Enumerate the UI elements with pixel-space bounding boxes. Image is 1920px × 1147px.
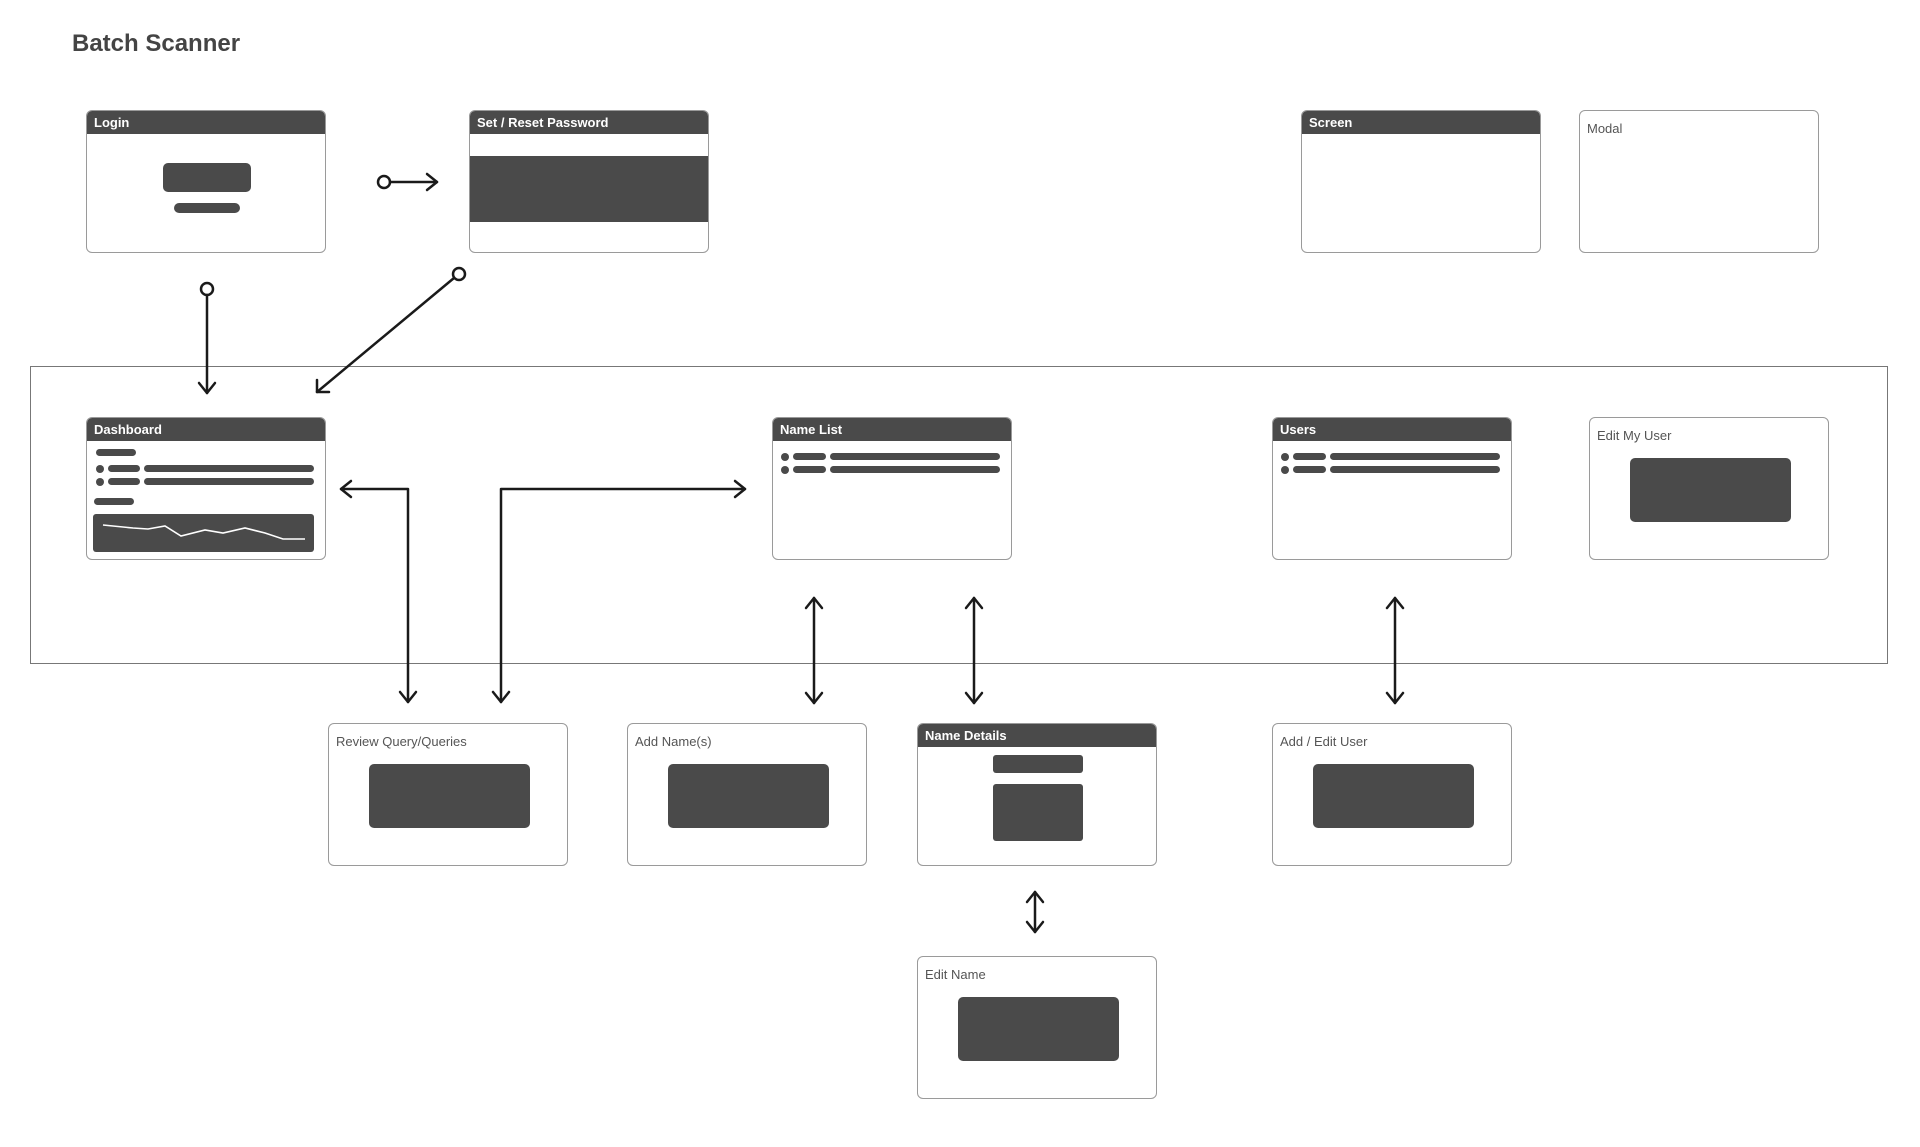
- list-bullet: [1281, 453, 1289, 461]
- password-form-placeholder: [470, 156, 708, 222]
- modal-content-placeholder: [958, 997, 1119, 1061]
- list-line: [108, 465, 140, 472]
- login-screen[interactable]: Login: [86, 110, 326, 253]
- add-edit-user-modal[interactable]: Add / Edit User: [1272, 723, 1512, 866]
- dashboard-chart-placeholder: [93, 514, 314, 552]
- arrow-name-list-name-details: [964, 596, 984, 705]
- modal-content-placeholder: [668, 764, 829, 828]
- dashboard-header: Dashboard: [87, 418, 325, 441]
- name-list-header: Name List: [773, 418, 1011, 441]
- edit-name-label: Edit Name: [925, 967, 986, 982]
- arrow-name-list-add-names: [804, 596, 824, 705]
- arrow-name-details-edit-name: [1025, 890, 1045, 934]
- list-line: [108, 478, 140, 485]
- list-line: [1293, 466, 1326, 473]
- modal-content-placeholder: [1630, 458, 1791, 522]
- list-line: [793, 466, 826, 473]
- add-names-label: Add Name(s): [635, 734, 712, 749]
- name-details-screen[interactable]: Name Details: [917, 723, 1157, 866]
- legend-modal-label: Modal: [1587, 121, 1623, 136]
- page-title: Batch Scanner: [72, 30, 241, 57]
- main-area-frame: [30, 366, 1888, 664]
- review-queries-modal[interactable]: Review Query/Queries: [328, 723, 568, 866]
- modal-content-placeholder: [369, 764, 530, 828]
- users-screen[interactable]: Users: [1272, 417, 1512, 560]
- arrow-dashboard-review: [339, 479, 418, 704]
- users-header: Users: [1273, 418, 1511, 441]
- list-bullet: [781, 466, 789, 474]
- list-line: [793, 453, 826, 460]
- add-names-modal[interactable]: Add Name(s): [627, 723, 867, 866]
- list-line: [1293, 453, 1326, 460]
- legend-screen: Screen: [1301, 110, 1541, 253]
- list-line: [144, 478, 314, 485]
- legend-screen-header: Screen: [1302, 111, 1540, 134]
- add-edit-user-label: Add / Edit User: [1280, 734, 1368, 749]
- set-reset-password-screen[interactable]: Set / Reset Password: [469, 110, 709, 253]
- edit-my-user-label: Edit My User: [1597, 428, 1672, 443]
- set-reset-password-header: Set / Reset Password: [470, 111, 708, 134]
- details-title-placeholder: [993, 755, 1083, 773]
- name-list-screen[interactable]: Name List: [772, 417, 1012, 560]
- arrow-users-add-edit-user: [1385, 596, 1405, 705]
- edit-name-modal[interactable]: Edit Name: [917, 956, 1157, 1099]
- list-bullet: [781, 453, 789, 461]
- login-button-placeholder: [174, 203, 240, 213]
- list-bullet: [96, 478, 104, 486]
- arrow-password-to-dashboard: [315, 266, 467, 394]
- list-line: [1330, 466, 1500, 473]
- name-details-header: Name Details: [918, 724, 1156, 747]
- list-bullet: [96, 465, 104, 473]
- details-content-placeholder: [993, 784, 1083, 841]
- arrow-login-to-dashboard: [197, 281, 217, 395]
- list-line: [830, 453, 1000, 460]
- login-screen-header: Login: [87, 111, 325, 134]
- sparkline-icon: [102, 524, 305, 540]
- edit-my-user-modal[interactable]: Edit My User: [1589, 417, 1829, 560]
- arrow-login-to-password: [376, 172, 439, 192]
- dashboard-subheading-line: [94, 498, 134, 505]
- legend-modal: Modal: [1579, 110, 1819, 253]
- login-form-placeholder: [163, 163, 251, 192]
- list-line: [830, 466, 1000, 473]
- list-bullet: [1281, 466, 1289, 474]
- list-line: [1330, 453, 1500, 460]
- review-queries-label: Review Query/Queries: [336, 734, 467, 749]
- modal-content-placeholder: [1313, 764, 1474, 828]
- dashboard-screen[interactable]: Dashboard: [86, 417, 326, 560]
- list-line: [144, 465, 314, 472]
- arrow-review-to-name-list: [491, 479, 747, 704]
- dashboard-heading-line: [96, 449, 136, 456]
